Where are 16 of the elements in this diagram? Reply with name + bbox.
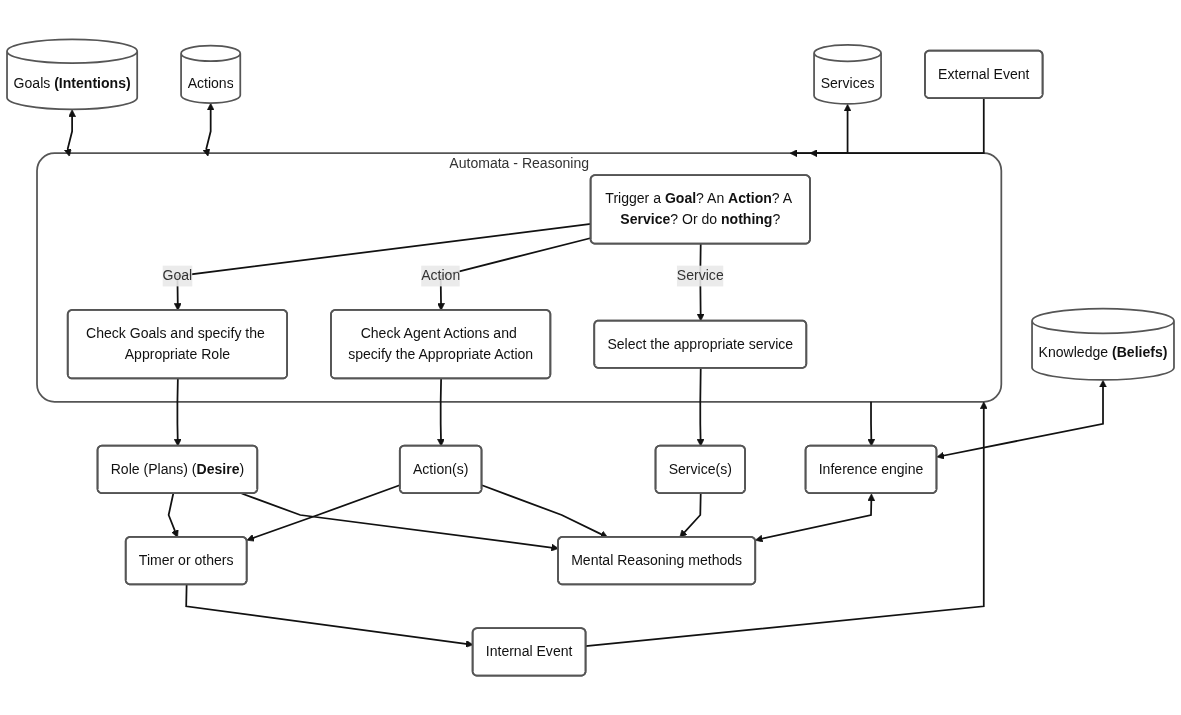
- arrow: [679, 492, 702, 538]
- arrow: [202, 103, 215, 157]
- arrow: [167, 492, 179, 538]
- arrow: [64, 109, 76, 157]
- arrow: [481, 484, 609, 538]
- arrow: [437, 378, 445, 447]
- edge-label: Action: [421, 268, 461, 284]
- arrow: [755, 493, 876, 543]
- edge-label: Service: [676, 268, 724, 284]
- edge-label: Goal: [162, 268, 193, 284]
- arrow: [789, 103, 852, 158]
- arrow: [696, 367, 705, 447]
- arrow: [867, 400, 876, 447]
- arrow: [809, 97, 985, 158]
- arrow: [936, 379, 1107, 460]
- arrow: [173, 378, 182, 447]
